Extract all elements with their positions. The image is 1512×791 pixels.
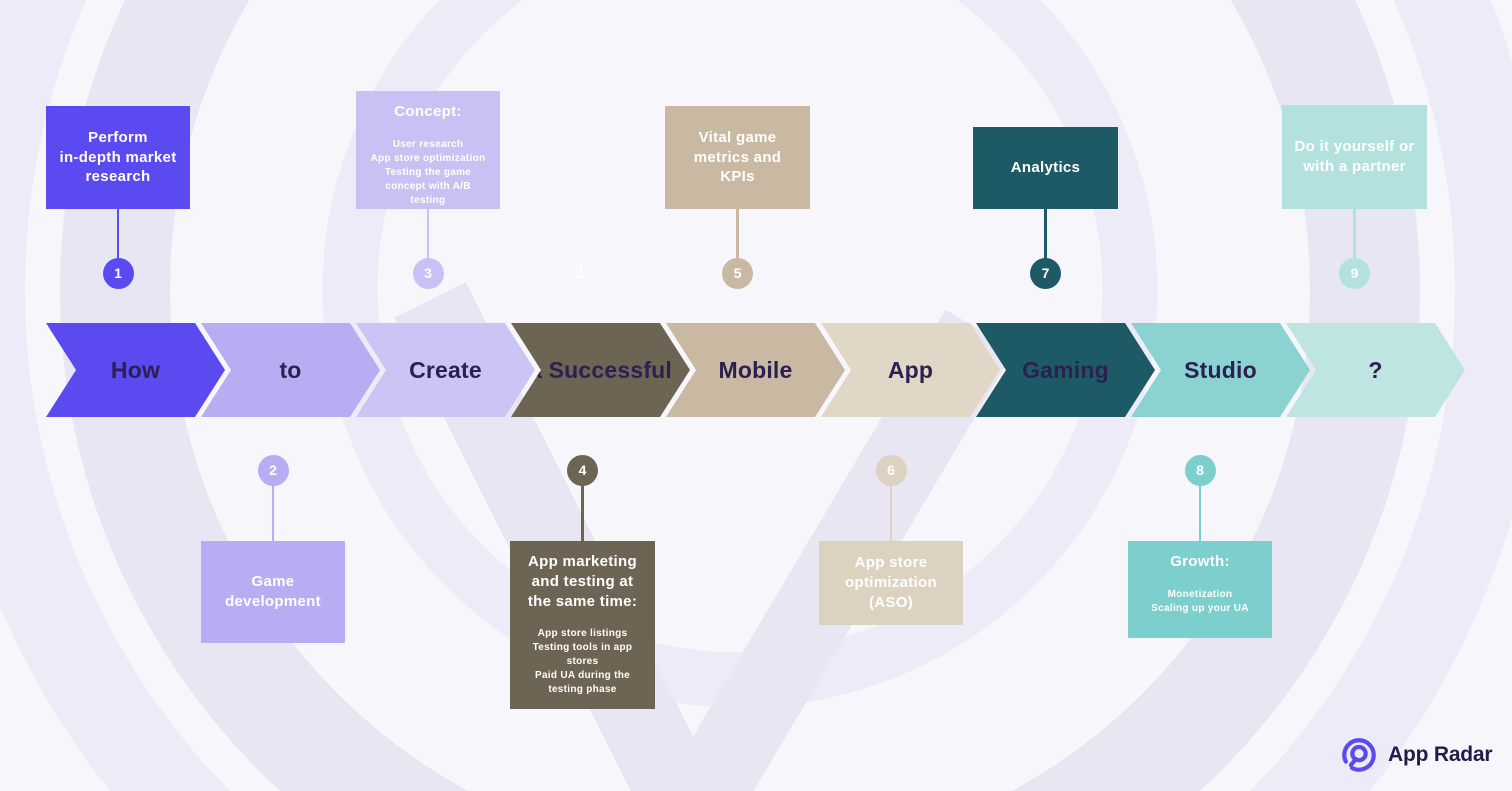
step-title-6: App store optimization (ASO) <box>845 554 937 611</box>
arrow-segment-label-4: a Successful <box>528 356 673 383</box>
step-box-6: App store optimization (ASO) <box>819 541 963 625</box>
ghost-digit: 1 <box>575 260 587 283</box>
step-connector-2 <box>271 482 275 541</box>
swirl-main-ring <box>60 0 1420 791</box>
step-box-8: Growth: Monetization Scaling up your UA <box>1128 541 1272 638</box>
step-connector-4 <box>581 482 584 541</box>
arrow-segment-label-5: Mobile <box>718 356 793 383</box>
step-number-circle-6: 6 <box>875 454 907 486</box>
step-number-2: 2 <box>269 462 277 478</box>
step-number-circle-4: 4 <box>567 454 598 486</box>
step-number-1: 1 <box>114 265 122 281</box>
step-connector-8 <box>1198 482 1202 541</box>
step-title-9: Do it yourself or with a partner <box>1294 138 1415 175</box>
step-number-3: 3 <box>424 265 432 281</box>
step-number-circle-2: 2 <box>257 454 289 486</box>
step-title-4: App marketing and testing at the same ti… <box>527 553 638 610</box>
step-title-3: Concept: <box>394 103 462 120</box>
step-number-circle-5: 5 <box>722 257 753 289</box>
step-title-2: Game development <box>225 573 321 610</box>
step-box-4: App marketing and testing at the same ti… <box>510 541 655 709</box>
step-connector-7 <box>1044 209 1047 261</box>
step-connector-6 <box>889 482 893 541</box>
swirl-pin-shape <box>394 282 1015 791</box>
arrow-segment-label-6: App <box>887 356 934 383</box>
step-box-1: Perform in-depth market research <box>46 106 190 209</box>
arrow-segment-4: a Successful <box>511 323 690 417</box>
step-body-4: App store listings Testing tools in app … <box>532 628 633 696</box>
step-box-9: Do it yourself or with a partner <box>1282 105 1427 209</box>
step-number-circle-9: 9 <box>1339 257 1370 289</box>
step-title-1: Perform in-depth market research <box>59 128 177 186</box>
step-number-circle-7: 7 <box>1030 257 1061 289</box>
step-connector-9 <box>1353 209 1356 261</box>
step-body-3: User research App store optimization Tes… <box>370 138 486 206</box>
step-title-8: Growth: <box>1170 553 1230 570</box>
arrow-segment-label-2: to <box>279 356 302 383</box>
app-radar-logo: App Radar <box>1340 736 1493 774</box>
step-box-3: Concept: User research App store optimiza… <box>356 91 500 209</box>
arrow-segment-label-8: Studio <box>1184 356 1257 383</box>
step-body-8: Monetization Scaling up your UA <box>1151 588 1249 614</box>
step-number-9: 9 <box>1350 265 1359 281</box>
arrow-segment-label-3: Create <box>409 356 482 383</box>
arrow-segment-label-9: ? <box>1368 356 1383 383</box>
step-title-7: Analytics <box>1010 159 1081 177</box>
step-number-4: 4 <box>578 462 587 478</box>
step-number-7: 7 <box>1041 265 1050 281</box>
step-number-circle-3: 3 <box>412 257 444 289</box>
step-box-5: Vital game metrics and KPIs <box>665 106 810 209</box>
step-number-circle-8: 8 <box>1184 454 1216 486</box>
step-connector-3 <box>426 209 430 261</box>
step-connector-1 <box>116 209 120 261</box>
app-radar-radar-icon <box>1342 738 1376 772</box>
step-connector-5 <box>736 209 739 261</box>
step-number-5: 5 <box>733 265 742 281</box>
arrow-segment-label-7: Gaming <box>1022 356 1109 383</box>
step-box-2: Game development <box>201 541 345 643</box>
arrow-segment-5: Mobile <box>666 323 845 417</box>
step-number-circle-1: 1 <box>102 257 134 289</box>
step-box-7: Analytics <box>973 127 1118 209</box>
step-number-6: 6 <box>887 462 895 478</box>
step-number-8: 8 <box>1196 462 1204 478</box>
logo-text: App Radar <box>1388 743 1493 766</box>
step-title-5: Vital game metrics and KPIs <box>693 128 782 186</box>
arrow-segment-label-1: How <box>110 356 161 383</box>
